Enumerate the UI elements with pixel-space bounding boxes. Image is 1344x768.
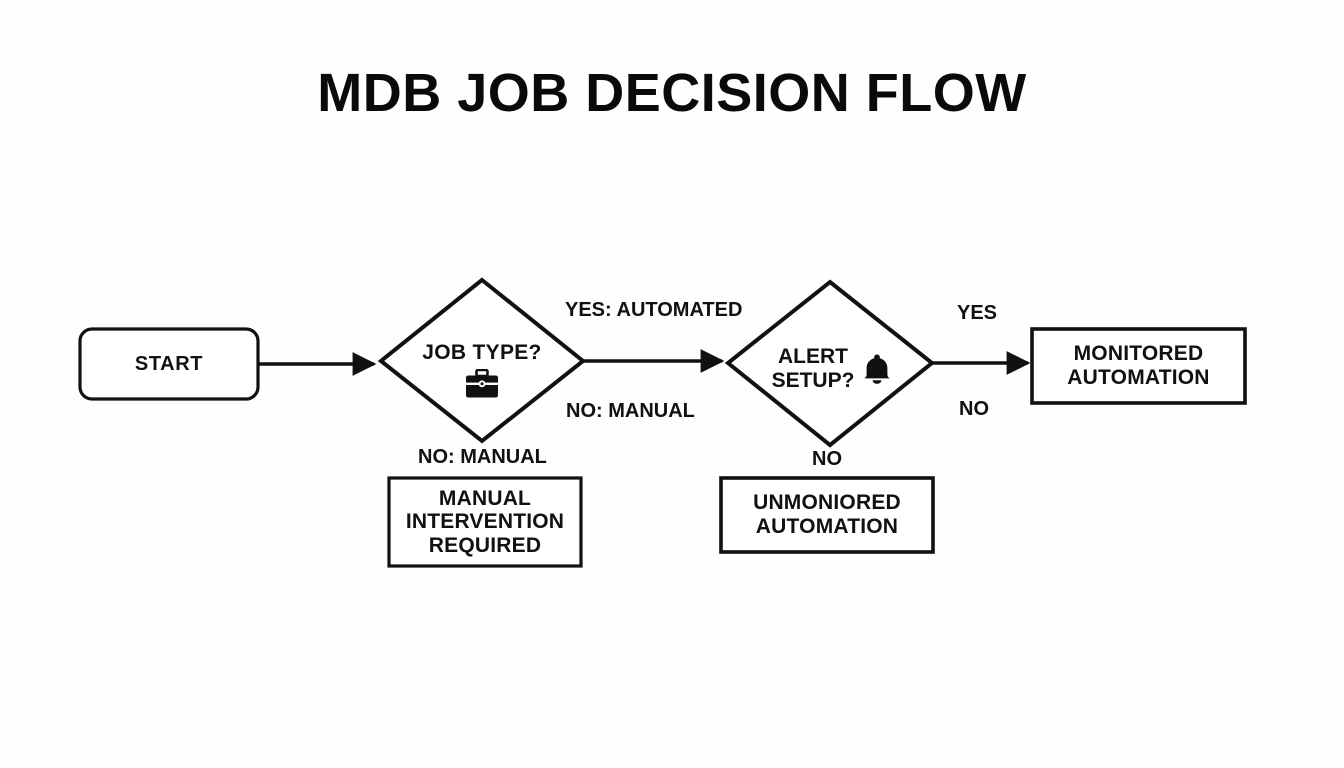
manual-intervention-node-shape[interactable] [387,476,583,568]
start-node-shape[interactable] [78,327,260,401]
job-type-decision-shape[interactable] [377,277,587,444]
monitored-automation-node-shape[interactable] [1030,327,1247,405]
page-title: MDB JOB DECISION FLOW [317,63,1027,123]
unmonitored-automation-node-shape[interactable] [719,476,935,554]
alert-setup-decision-shape[interactable] [724,279,936,448]
